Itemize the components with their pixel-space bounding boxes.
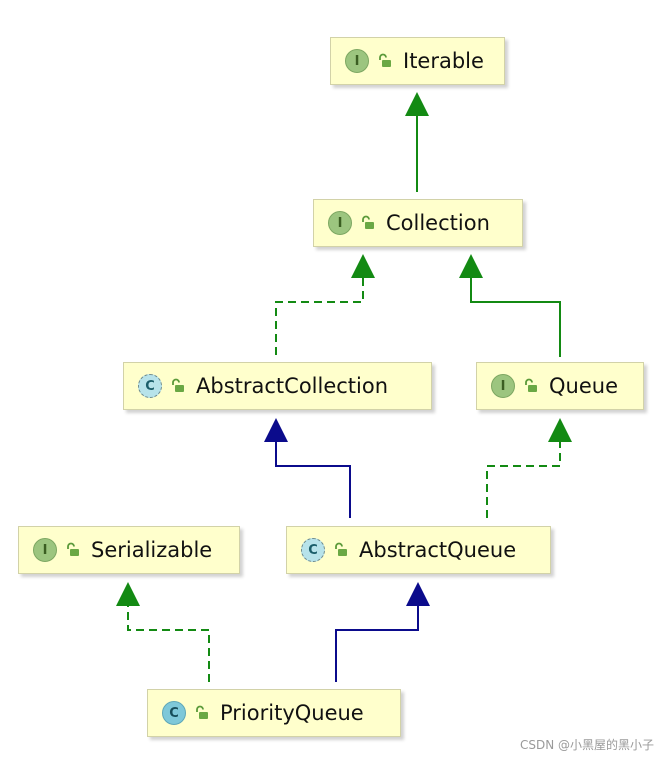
edge-priorityqueue-to-abstractqueue xyxy=(335,582,430,682)
interface-icon: I xyxy=(33,538,57,562)
class-label: PriorityQueue xyxy=(220,701,364,725)
unlocked-padlock-icon xyxy=(525,378,537,392)
node-priority-queue[interactable]: C PriorityQueue xyxy=(147,689,401,737)
edge-abstractcollection-to-collection xyxy=(275,254,375,355)
unlocked-padlock-icon xyxy=(172,378,184,392)
abstract-class-icon: C xyxy=(301,538,325,562)
class-label: Iterable xyxy=(403,49,484,73)
interface-icon: I xyxy=(491,374,515,398)
class-label: Serializable xyxy=(91,538,213,562)
abstract-class-icon: C xyxy=(138,374,162,398)
node-abstract-collection[interactable]: C AbstractCollection xyxy=(123,362,432,410)
node-queue[interactable]: I Queue xyxy=(476,362,644,410)
edge-queue-to-collection xyxy=(459,254,561,357)
edge-priorityqueue-to-serializable xyxy=(116,582,210,682)
unlocked-padlock-icon xyxy=(67,542,79,556)
unlocked-padlock-icon xyxy=(196,705,208,719)
class-label: Collection xyxy=(386,211,490,235)
class-label: AbstractCollection xyxy=(196,374,389,398)
unlocked-padlock-icon xyxy=(379,53,391,67)
watermark: CSDN @小黑屋的黑小子 xyxy=(519,738,654,752)
node-abstract-queue[interactable]: C AbstractQueue xyxy=(286,526,551,574)
node-serializable[interactable]: I Serializable xyxy=(18,526,240,574)
edge-abstractqueue-to-queue xyxy=(486,418,572,518)
node-collection[interactable]: I Collection xyxy=(313,199,523,247)
class-label: AbstractQueue xyxy=(359,538,517,562)
edge-collection-to-iterable xyxy=(405,92,429,192)
unlocked-padlock-icon xyxy=(362,215,374,229)
class-label: Queue xyxy=(549,374,618,398)
node-iterable[interactable]: I Iterable xyxy=(330,37,505,85)
class-icon: C xyxy=(162,701,186,725)
interface-icon: I xyxy=(328,211,352,235)
interface-icon: I xyxy=(345,49,369,73)
unlocked-padlock-icon xyxy=(335,542,347,556)
edge-abstractqueue-to-abstractcollection xyxy=(264,418,351,518)
